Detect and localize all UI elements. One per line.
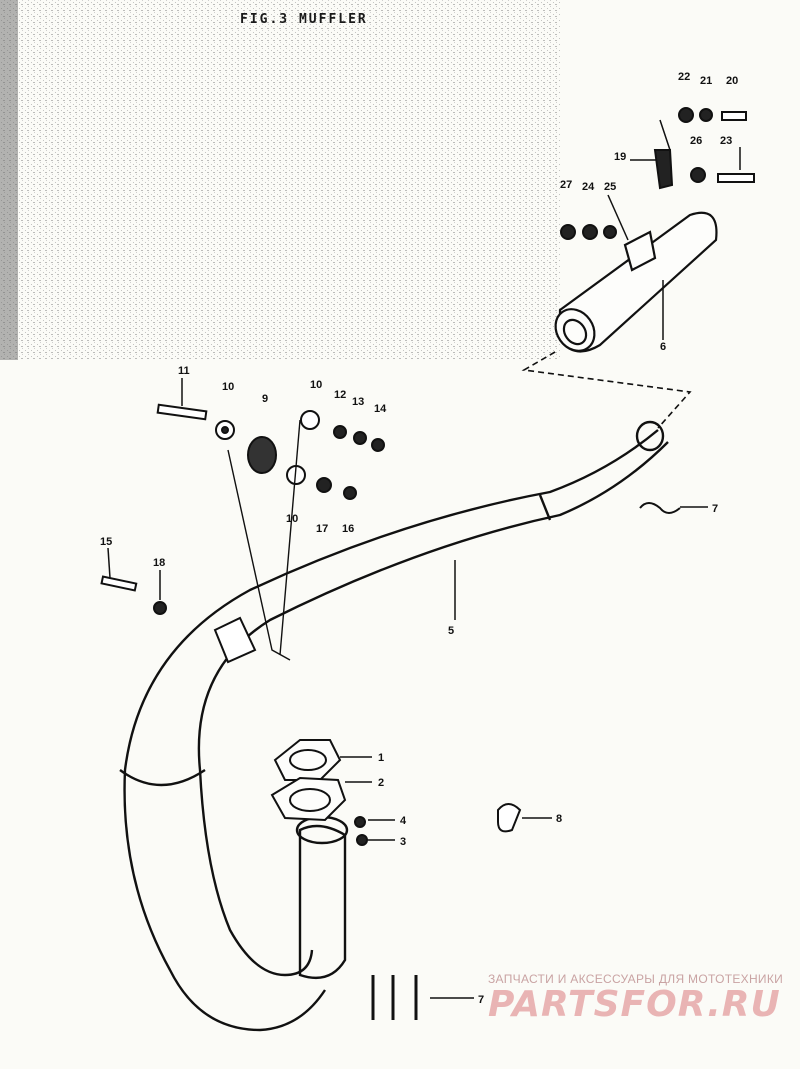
callout-5: 5 xyxy=(448,625,454,637)
callout-13: 13 xyxy=(352,396,364,408)
watermark-subtitle: ЗАПЧАСТИ И АКСЕССУАРЫ ДЛЯ МОТОТЕХНИКИ xyxy=(488,972,784,986)
flange-gasket xyxy=(270,739,347,822)
callout-25: 25 xyxy=(604,181,616,193)
callout-10b: 10 xyxy=(310,379,322,391)
callout-18: 18 xyxy=(153,557,165,569)
diagram-title: FIG.3 MUFFLER xyxy=(240,12,368,27)
callout-24: 24 xyxy=(582,181,595,193)
callout-23: 23 xyxy=(720,135,732,147)
leader-bracket xyxy=(227,449,291,661)
callout-8: 8 xyxy=(556,813,562,825)
callouts: 1 2 3 4 5 6 7 7 8 9 10 10 10 11 12 13 14… xyxy=(100,71,738,1006)
callout-19: 19 xyxy=(614,151,626,163)
leader-lines xyxy=(107,119,741,999)
exhaust-pipe xyxy=(119,420,669,1032)
callout-10c: 10 xyxy=(286,513,298,525)
top-hardware xyxy=(354,107,755,1020)
callout-27: 27 xyxy=(560,179,572,191)
callout-12: 12 xyxy=(334,389,346,401)
callout-14: 14 xyxy=(374,403,387,415)
callout-3: 3 xyxy=(400,836,406,848)
callout-2: 2 xyxy=(378,777,384,789)
callout-7a: 7 xyxy=(712,503,718,515)
callout-21: 21 xyxy=(700,75,712,87)
callout-16: 16 xyxy=(342,523,354,535)
leader-bracket-2 xyxy=(279,419,301,656)
leader-muffler-pipe xyxy=(521,351,692,429)
callout-11: 11 xyxy=(178,365,190,377)
callout-15: 15 xyxy=(100,536,112,548)
callout-26: 26 xyxy=(690,135,702,147)
callout-7b: 7 xyxy=(478,994,484,1006)
callout-20: 20 xyxy=(726,75,738,87)
watermark-brand: PARTSFOR.RU xyxy=(488,984,781,1025)
callout-10a: 10 xyxy=(222,381,234,393)
callout-1: 1 xyxy=(378,752,384,764)
callout-6: 6 xyxy=(660,341,666,353)
callout-4: 4 xyxy=(400,815,407,827)
scan-noise xyxy=(0,0,560,360)
callout-17: 17 xyxy=(316,523,328,535)
muffler-body xyxy=(554,211,718,353)
callout-9: 9 xyxy=(262,393,268,405)
scan-dark-edge xyxy=(0,0,18,360)
callout-22: 22 xyxy=(678,71,690,83)
